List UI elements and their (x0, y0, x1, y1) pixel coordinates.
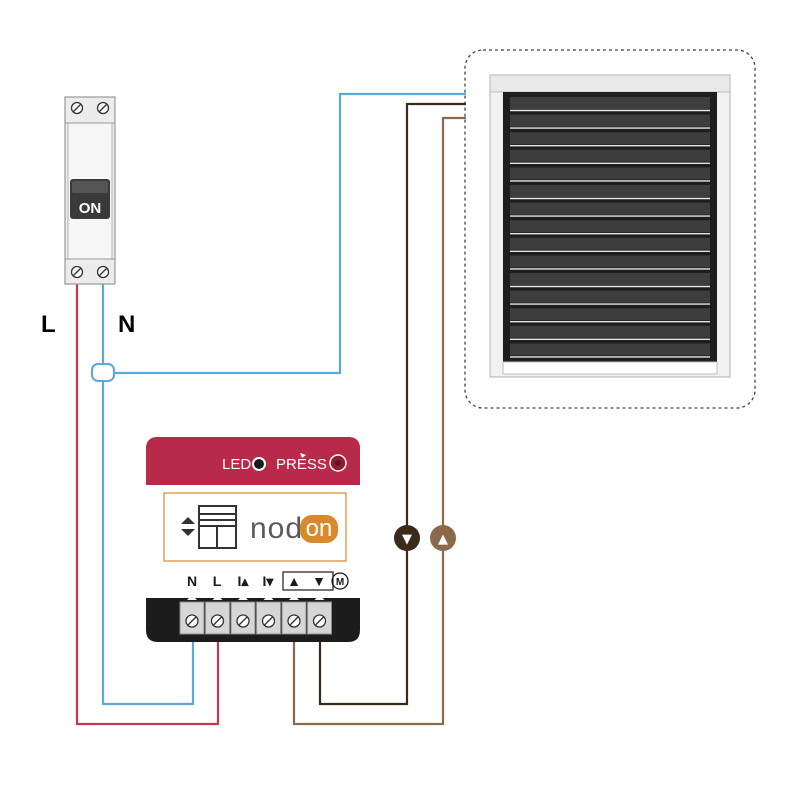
shutter-slat (510, 220, 710, 233)
breaker-top-screws (70, 101, 110, 115)
neutral-to-motor-wire (114, 92, 466, 375)
terminal-screw (230, 595, 256, 635)
neutral-wire (101, 283, 195, 706)
shutter-slat (510, 255, 710, 268)
terminal-screw (179, 595, 205, 635)
breaker-bottom-screws (70, 265, 110, 279)
shutter-slat (510, 273, 710, 285)
shutter-slat (510, 308, 710, 321)
shutter-slat (510, 132, 710, 145)
terminal-label-input-up: I▴ (238, 573, 250, 589)
terminal-screw (307, 595, 332, 635)
roller-shutter-window (464, 49, 756, 409)
motor-down-wire (318, 102, 466, 706)
shutter-slat (510, 185, 710, 197)
press-label: PRESS (276, 456, 327, 473)
terminal-label-l: L (213, 573, 222, 589)
terminal-label-down: ▼ (312, 573, 326, 589)
shutter-slat (510, 237, 710, 250)
motor-up-arrow: ▲ (438, 532, 448, 547)
shutter-slat (510, 114, 710, 127)
breaker-state-label: ON (79, 200, 102, 217)
led-label: LED (222, 456, 251, 473)
terminal-screw (256, 595, 281, 635)
window-sill (502, 361, 718, 375)
shutter-slat (510, 325, 710, 338)
motor-down-marker: ▼ (394, 525, 420, 551)
wires (75, 92, 466, 726)
terminal-block (179, 595, 332, 635)
window-top-bar (489, 74, 731, 93)
live-label: L (41, 311, 56, 338)
brand-suffix: on (306, 515, 333, 542)
neutral-label: N (118, 311, 135, 338)
shutter-slat (510, 97, 710, 109)
terminal-label-motor: M (336, 577, 344, 588)
neutral-junction (91, 363, 115, 382)
shutter-slat (510, 290, 710, 303)
brand-suffix-badge (300, 515, 338, 543)
terminal-label-input-down: I▾ (263, 573, 275, 589)
live-wire (75, 283, 220, 726)
shutter-slats (510, 97, 710, 358)
motor-down-arrow: ▼ (402, 532, 412, 547)
shutter-slat (510, 343, 710, 356)
shutter-slat (510, 149, 710, 162)
motor-symbol-icon (331, 572, 349, 590)
shutter-slat (510, 167, 710, 180)
terminal-label-up: ▲ (287, 573, 301, 589)
led-indicator (252, 457, 266, 471)
circuit-breaker: ON (64, 96, 116, 285)
shutter-zone-outline (464, 49, 756, 409)
motor-up-marker: ▲ (430, 525, 456, 551)
shutter-slat (510, 202, 710, 215)
brand-prefix: nod (250, 512, 303, 545)
roller-shutter-module: LED PRESS nod on N L I▴ I▾ ▲ ▼ M (146, 437, 360, 642)
press-pointer-icon (300, 453, 306, 458)
terminal-screw (205, 595, 230, 635)
terminal-screw (281, 595, 307, 635)
motor-up-wire (292, 116, 466, 726)
terminal-label-n: N (187, 573, 197, 589)
shutter-icon (181, 505, 237, 549)
